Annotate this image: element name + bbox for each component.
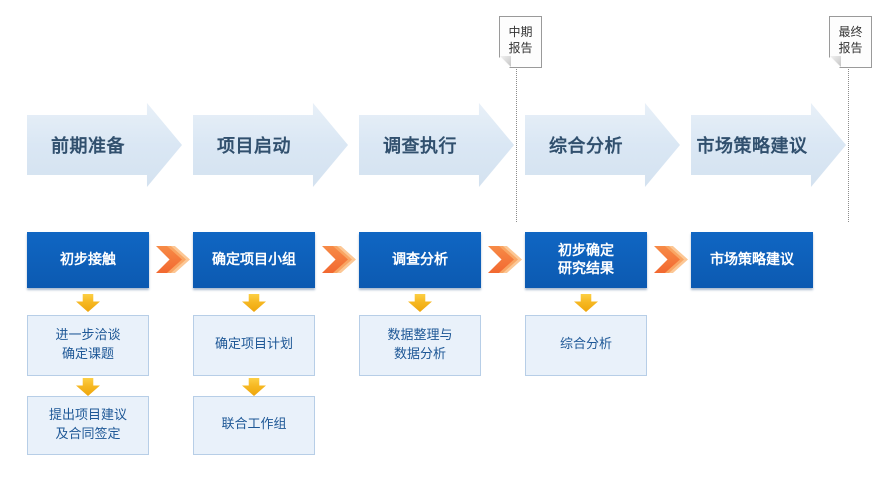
phase-arrow-analysis: 综合分析 [525,103,680,187]
phase-label: 市场策略建议 [696,136,808,157]
phase-label: 综合分析 [549,136,623,157]
arrow-down-icon [242,378,266,396]
arrow-down-icon [76,378,100,396]
final-report-note-icon: 最终 报告 [829,16,872,68]
chevron-right-icon [156,246,190,273]
phase-label: 调查执行 [383,136,457,157]
right-arrow-shape [691,103,846,187]
step-box-preliminary-results: 初步确定 研究结果 [525,232,647,288]
step-box-project-team: 确定项目小组 [193,232,315,288]
page-fold-corner-icon [830,56,841,67]
arrow-down-icon [408,294,432,312]
sub-step-box-joint-workgroup: 联合工作组 [193,396,315,455]
phase-arrow-kickoff: 项目启动 [193,103,348,187]
sub-step-box-negotiation: 进一步洽谈 确定课题 [27,315,149,376]
sub-step-box-project-plan: 确定项目计划 [193,315,315,376]
arrow-down-icon [76,294,100,312]
phase-arrow-strategy: 市场策略建议 [691,103,846,187]
sub-step-box-proposal-contract: 提出项目建议 及合同签定 [27,396,149,455]
phase-arrow-survey-execution: 调查执行 [359,103,514,187]
step-box-survey-analysis: 调查分析 [359,232,481,288]
step-box-initial-contact: 初步接触 [27,232,149,288]
phase-label: 前期准备 [51,136,125,157]
phase-label: 项目启动 [217,136,291,157]
arrow-down-icon [574,294,598,312]
page-fold-corner-icon [500,56,511,67]
arrow-down-icon [242,294,266,312]
right-arrow-shape [359,103,514,187]
midterm-report-connector-line [516,67,517,222]
right-arrow-shape [27,103,182,187]
step-box-strategy-advice: 市场策略建议 [691,232,813,288]
right-arrow-shape [193,103,348,187]
right-arrow-shape [525,103,680,187]
phase-arrow-preparation: 前期准备 [27,103,182,187]
midterm-report-label: 中期 报告 [508,24,533,55]
chevron-right-icon [322,246,356,273]
chevron-right-icon [654,246,688,273]
final-report-label: 最终 报告 [838,24,863,55]
sub-step-box-comprehensive-analysis: 综合分析 [525,315,647,376]
midterm-report-note-icon: 中期 报告 [499,16,542,68]
final-report-connector-line [848,67,849,222]
sub-step-box-data-processing: 数据整理与 数据分析 [359,315,481,376]
chevron-right-icon [488,246,522,273]
